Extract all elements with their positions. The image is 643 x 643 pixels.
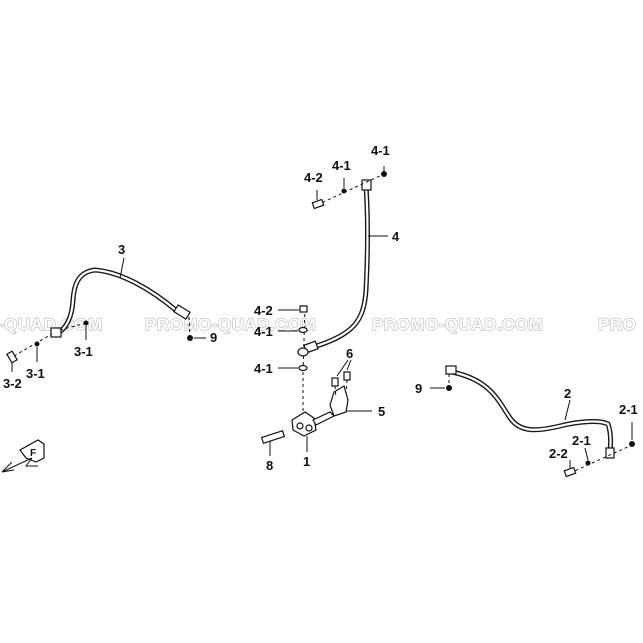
callout-2: 2 [564, 386, 571, 401]
callout-3-2: 3-2 [3, 376, 22, 391]
callout-2-1-right: 2-1 [619, 402, 638, 417]
front-marker-letter: F [30, 448, 36, 459]
callout-4: 4 [392, 229, 400, 244]
watermark: -QUAD.COM PROMO-QUAD.COM PROMO-QUAD.COM … [0, 314, 636, 334]
callout-3: 3 [118, 242, 125, 257]
front-direction-marker: F [1, 439, 45, 473]
part-1-junction [291, 411, 336, 452]
callout-4-1-mid: 4-1 [332, 158, 351, 173]
brake-hose-2 [445, 365, 615, 459]
watermark-center-left: PROMO-QUAD.COM [145, 315, 316, 334]
callout-3-1-lower: 3-1 [26, 366, 45, 381]
callout-3-1-upper: 3-1 [74, 344, 93, 359]
watermark-center-right: PROMO-QUAD.COM [372, 315, 543, 334]
callout-4-2-lower: 4-2 [254, 303, 273, 318]
callout-4-1-bottom: 4-1 [254, 361, 273, 376]
callout-1: 1 [303, 454, 310, 469]
part-5-bracket [329, 385, 372, 417]
callout-5: 5 [378, 404, 385, 419]
callout-6: 6 [346, 346, 353, 361]
brake-hose-3 [50, 257, 191, 338]
callout-9-left: 9 [210, 330, 217, 345]
callout-labels: 3 9 3-1 3-1 3-2 4-1 4-1 4-2 4 4-2 4-1 4-… [3, 143, 638, 473]
callout-2-1-mid: 2-1 [572, 433, 591, 448]
callout-4-2-top: 4-2 [304, 170, 323, 185]
callout-9-right: 9 [415, 381, 422, 396]
callout-4-1-top: 4-1 [371, 143, 390, 158]
callout-4-1-lower: 4-1 [254, 324, 273, 339]
callout-2-2: 2-2 [549, 446, 568, 461]
watermark-left: -QUAD.COM [0, 315, 103, 334]
callout-8: 8 [266, 458, 273, 473]
watermark-right: PRO [598, 315, 636, 334]
